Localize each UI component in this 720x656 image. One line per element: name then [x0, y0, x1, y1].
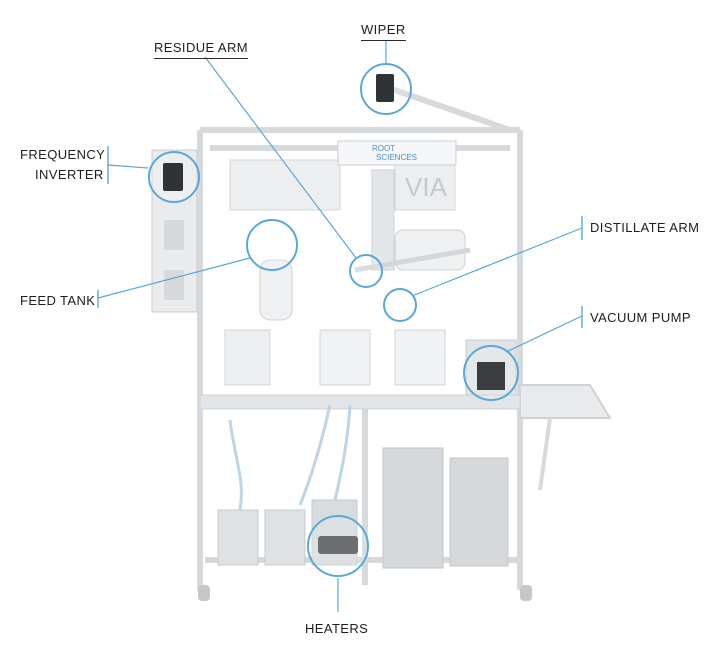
pump-grille: [477, 362, 505, 390]
side-shelf: [519, 384, 612, 419]
chiller-unit: [449, 457, 509, 567]
backdrop-panel: [394, 159, 456, 211]
distillate-arm-leader: [411, 227, 583, 297]
feed-tank-label: FEED TANK: [20, 293, 96, 308]
brand-plate: [337, 140, 457, 166]
feed-tank-leader: [97, 257, 251, 299]
backdrop-panel: [229, 159, 341, 211]
chiller-unit: [382, 447, 444, 569]
glass-rack: [394, 329, 446, 386]
frequency-inverter-label-line1: FREQUENCY: [20, 147, 106, 162]
glass-rack: [319, 329, 371, 386]
flask-assembly: [224, 329, 271, 386]
frequency-inverter-label-line2: INVERTER: [35, 167, 104, 182]
residue-arm-callout: [349, 254, 383, 288]
still-column: [371, 169, 395, 271]
distillate-arm-label: DISTILLATE ARM: [590, 220, 700, 235]
residue-arm-leader: [204, 56, 357, 259]
wiper-motor: [376, 74, 394, 102]
brand-logo-line2: SCIENCES: [376, 153, 417, 162]
wheel: [198, 585, 210, 601]
base-tray: [199, 394, 521, 410]
cabinet-panel: [164, 220, 184, 250]
heater-unit: [264, 509, 306, 566]
residue-arm-label: RESIDUE ARM: [154, 40, 248, 59]
heater-unit: [311, 499, 358, 566]
vacuum-pump-leader: [505, 315, 583, 353]
vacuum-pump-label: VACUUM PUMP: [590, 310, 691, 325]
glassware: [394, 229, 466, 271]
heater-display: [318, 536, 358, 554]
frequency-inverter-leader: [107, 164, 149, 169]
wheel: [520, 585, 532, 601]
inverter-display: [163, 163, 183, 191]
feed-tank-callout: [246, 219, 298, 271]
cabinet-panel: [164, 270, 184, 300]
distillate-arm-callout: [383, 288, 417, 322]
heaters-label: HEATERS: [305, 621, 369, 636]
feed-vessel: [259, 259, 293, 321]
model-text: VIA: [405, 172, 448, 202]
wiper-label: WIPER: [361, 22, 406, 41]
brand-logo-line1: ROOT: [372, 144, 395, 153]
heater-unit: [217, 509, 259, 566]
